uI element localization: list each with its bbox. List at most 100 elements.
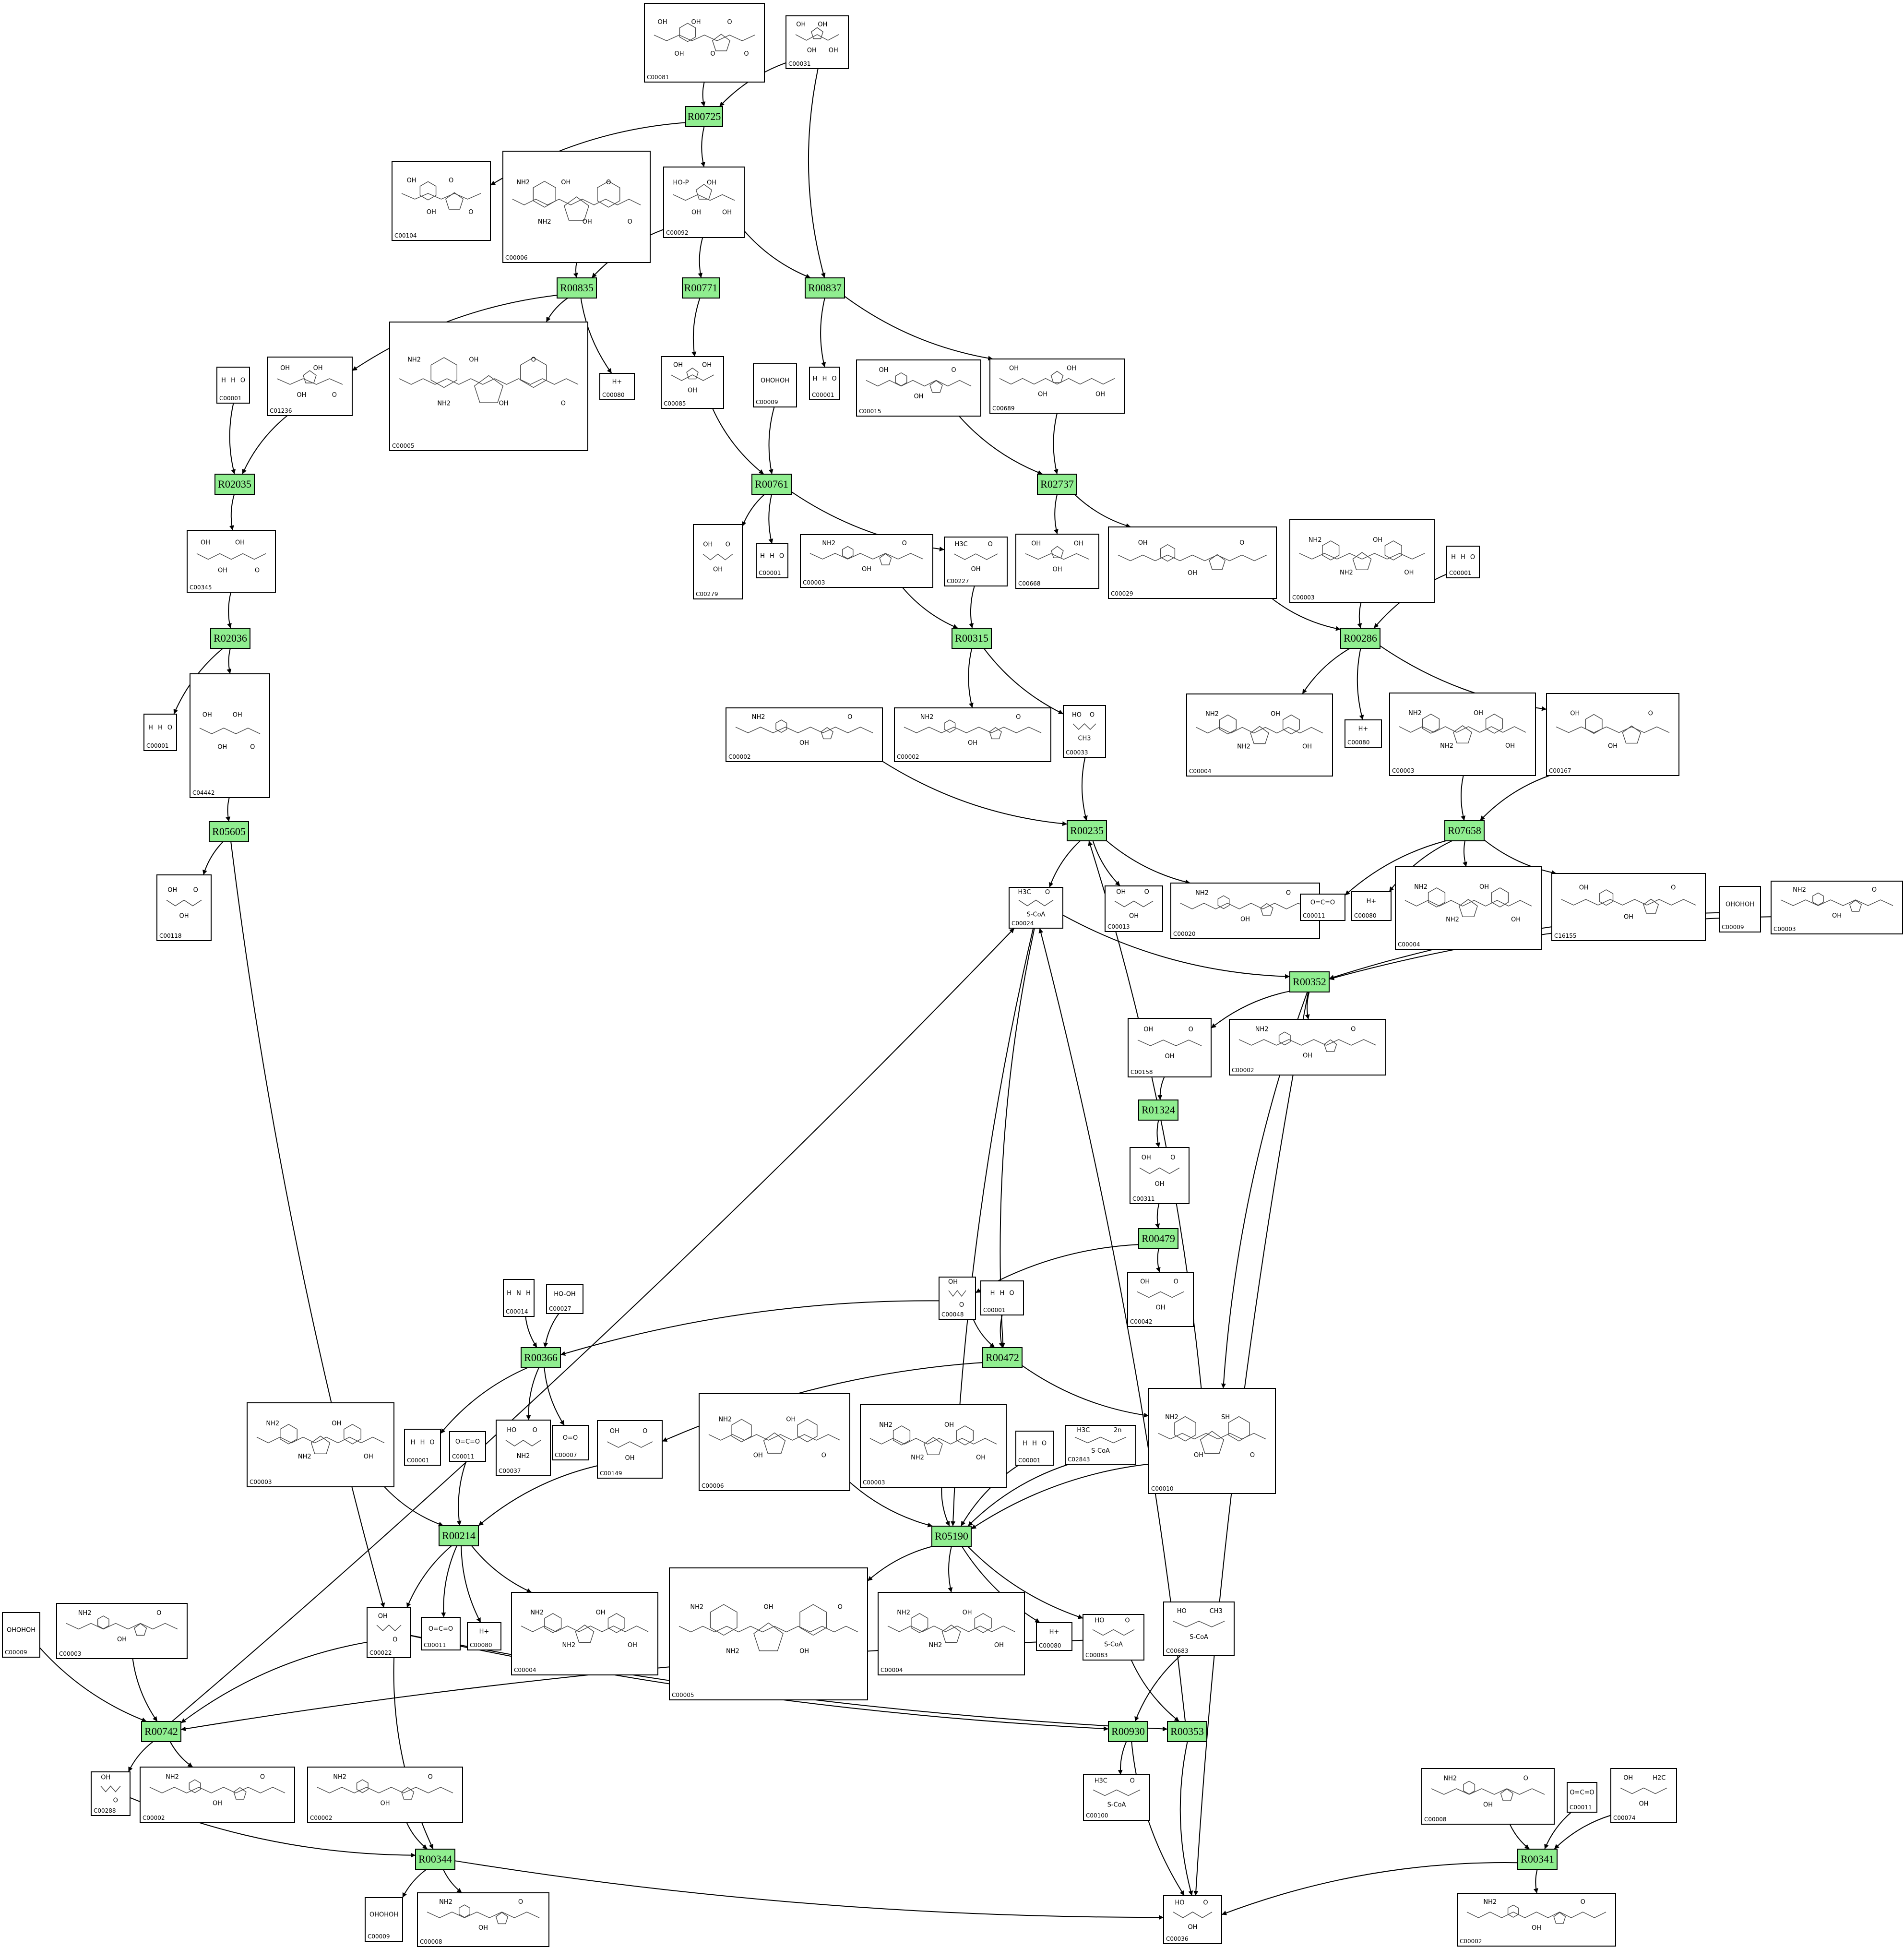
reaction-node[interactable]: R00315 [952,628,992,649]
reaction-node[interactable]: R05190 [931,1526,972,1547]
reaction-node[interactable]: R00352 [1289,971,1330,992]
reaction-node[interactable]: R00742 [141,1721,181,1742]
reaction-node[interactable]: R00344 [415,1849,455,1870]
reaction-node[interactable]: R02036 [210,628,250,649]
reaction-node[interactable]: R00472 [982,1347,1023,1368]
reaction-node[interactable]: R00353 [1167,1721,1207,1742]
reaction-node[interactable]: R00930 [1108,1721,1148,1742]
reaction-node[interactable]: R00341 [1517,1849,1558,1870]
compound-node[interactable]: H+C00080 [599,373,635,400]
compound-node[interactable]: H+C00080 [1351,891,1392,921]
reaction-node[interactable]: R00479 [1138,1228,1178,1249]
reaction-node[interactable]: R00835 [557,277,597,299]
compound-node[interactable]: H+C00080 [1036,1622,1072,1651]
reaction-node[interactable]: R00366 [521,1347,561,1368]
reaction-node[interactable]: R01324 [1138,1099,1178,1121]
compound-node[interactable]: H+C00080 [1345,719,1382,748]
reaction-node[interactable]: R00837 [805,277,845,299]
compound-node[interactable]: H+C00080 [467,1622,501,1650]
reaction-node[interactable]: R05605 [209,821,249,842]
reaction-node[interactable]: R00771 [682,277,720,299]
reaction-node[interactable]: R02035 [214,474,255,495]
reaction-node[interactable]: R00214 [439,1525,479,1546]
reaction-node[interactable]: R00286 [1340,628,1380,649]
